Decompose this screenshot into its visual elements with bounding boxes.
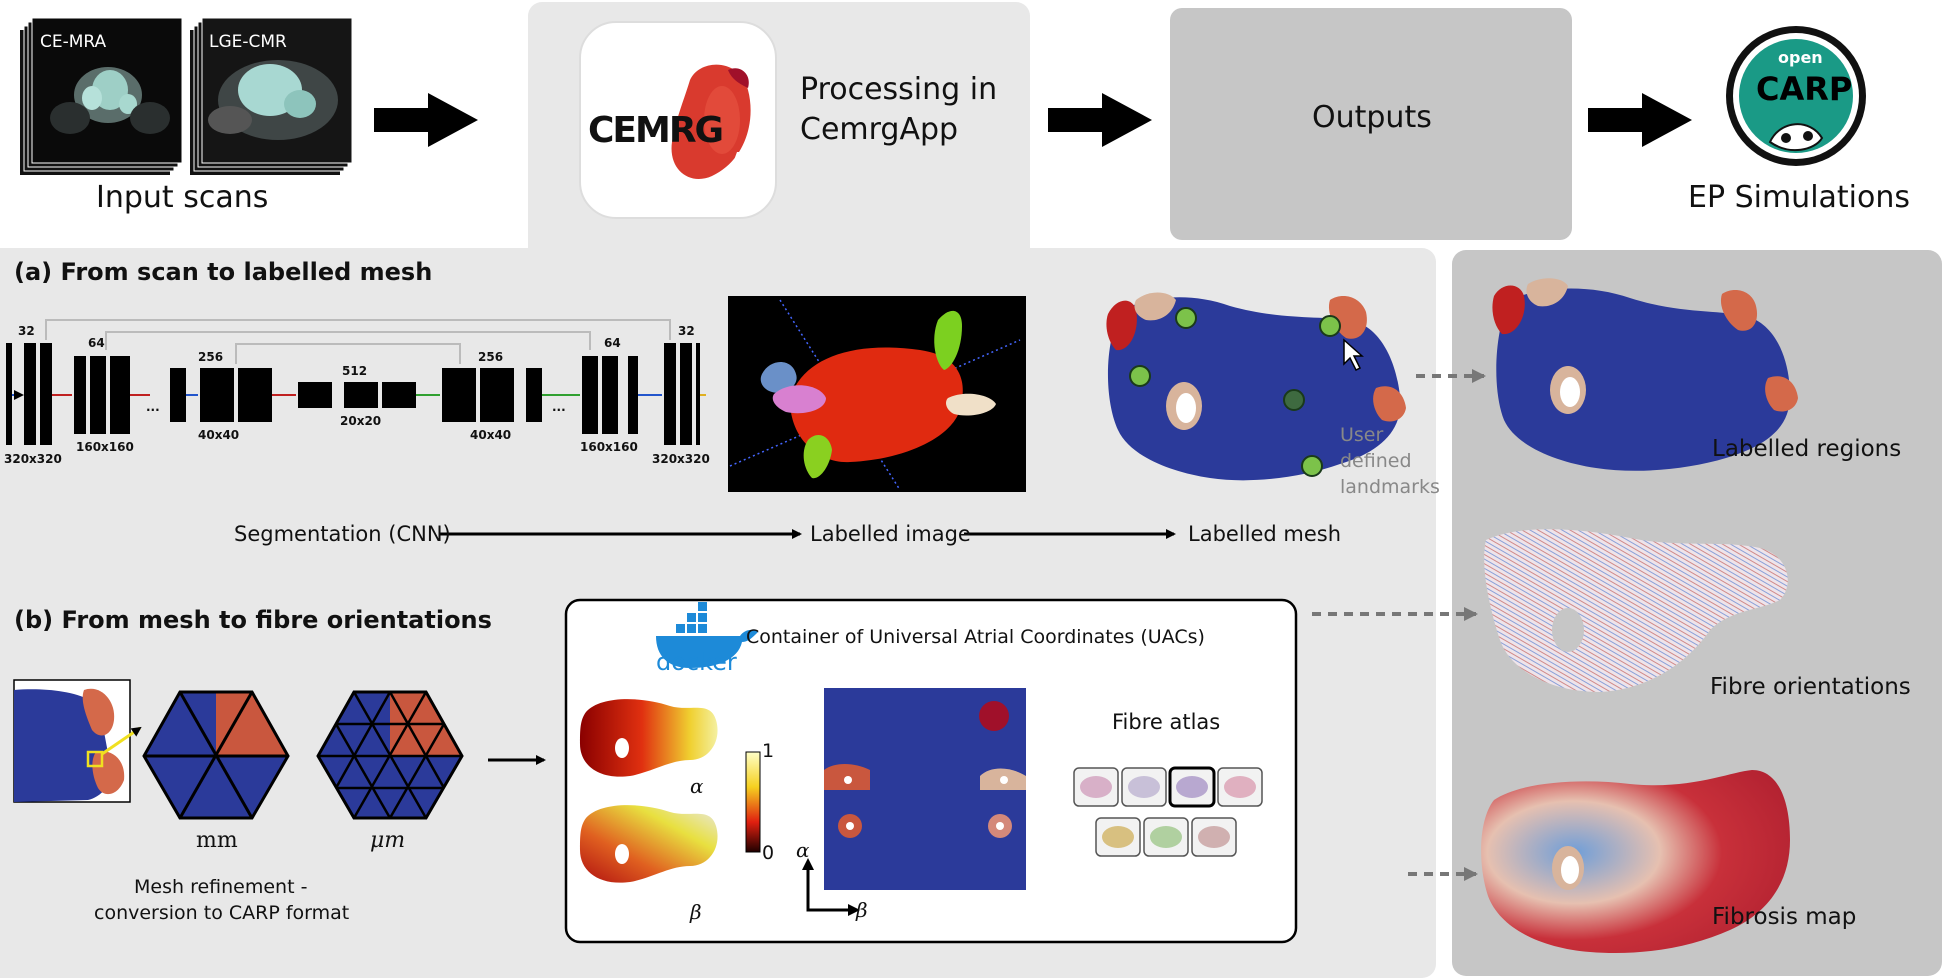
cemrg-logo-text: CEMRG [588, 110, 724, 151]
output-labelled-regions: Labelled regions [1712, 436, 1902, 462]
landmark-text-2: defined [1340, 450, 1412, 472]
scan-1-label: CE-MRA [40, 32, 107, 52]
ep-simulations-label: EP Simulations [1688, 180, 1911, 215]
cnn-channel-7: 32 [678, 324, 695, 338]
mm-label: mm [196, 828, 238, 853]
cnn-size-2: 160x160 [76, 440, 134, 454]
step-labelled-mesh: Labelled mesh [1188, 522, 1342, 546]
cnn-channel-4: 512 [342, 364, 368, 378]
cnn-ellipsis-left: ... [146, 400, 160, 414]
cnn-size-1: 320x320 [4, 452, 62, 466]
uac-axis-beta: β [856, 898, 868, 922]
cnn-channel-6: 64 [604, 336, 621, 350]
cnn-size-4: 20x20 [340, 414, 382, 428]
um-label: μm [370, 828, 406, 853]
output-fibrosis-map-mesh [1481, 770, 1790, 954]
mesh-zoom-inset [13, 679, 142, 803]
landmark-text-3: landmarks [1340, 476, 1440, 498]
hexagon-um [316, 690, 464, 820]
docker-label: docker [656, 648, 737, 676]
section-b-title: (b) From mesh to fibre orientations [14, 606, 492, 634]
alpha-label: α [690, 774, 704, 798]
processing-line-1: Processing in [800, 72, 998, 107]
cnn-size-5: 40x40 [470, 428, 512, 442]
opencarp-logo-top: open [1778, 48, 1823, 67]
outputs-panel [1170, 8, 1572, 240]
uac-square [824, 688, 1026, 890]
landmark-text-1: User [1340, 424, 1384, 446]
output-fibre-orientations-mesh [1484, 529, 1788, 692]
opencarp-logo-main: CARP [1756, 70, 1853, 108]
cnn-ellipsis-right: ... [552, 400, 566, 414]
opencarp-logo [1726, 26, 1866, 166]
labelled-mesh [1106, 292, 1406, 481]
cemrg-logo-sub: APP [734, 150, 759, 163]
output-fibre-orientations: Fibre orientations [1710, 674, 1911, 700]
cemrg-logo [579, 21, 777, 219]
outputs-label: Outputs [1312, 100, 1432, 135]
input-scans-label: Input scans [96, 180, 269, 215]
fibre-atlas-thumbnails [1073, 766, 1263, 857]
arrow-input-to-processing [374, 93, 478, 147]
cnn-channel-2: 64 [88, 336, 105, 350]
colorbar [745, 751, 761, 853]
alpha-heatmap-mesh [580, 699, 718, 777]
uac-axes [806, 866, 852, 912]
step-labelled-image: Labelled image [810, 522, 971, 546]
arrow-outputs-to-ep [1588, 93, 1692, 147]
cnn-architecture [6, 319, 706, 445]
uac-axis-alpha: α [796, 838, 810, 862]
step-segmentation: Segmentation (CNN) [234, 522, 451, 546]
cnn-size-3: 40x40 [198, 428, 240, 442]
landmark-legend-dot [1301, 455, 1323, 477]
cnn-size-6: 160x160 [580, 440, 638, 454]
docker-whale-icon [656, 602, 758, 668]
refine-line-2: conversion to CARP format [94, 902, 350, 924]
section-a-title: (a) From scan to labelled mesh [14, 258, 433, 286]
container-title: Container of Universal Atrial Coordinate… [746, 626, 1205, 648]
output-labelled-regions-mesh [1492, 278, 1798, 471]
fibre-atlas-label: Fibre atlas [1112, 710, 1221, 734]
hexagon-mm [142, 690, 290, 820]
input-scan-stack-2 [190, 17, 353, 175]
beta-label: β [690, 900, 702, 924]
labelled-image [728, 296, 1026, 492]
beta-heatmap-mesh [580, 805, 718, 883]
cnn-size-7: 320x320 [652, 452, 710, 466]
processing-line-2: CemrgApp [800, 112, 959, 147]
colorbar-min: 0 [762, 842, 775, 864]
refine-line-1: Mesh refinement - [134, 876, 308, 898]
cnn-channel-3: 256 [198, 350, 224, 364]
colorbar-max: 1 [762, 740, 775, 762]
cnn-channel-5: 256 [478, 350, 504, 364]
cnn-channel-1: 32 [18, 324, 35, 338]
output-fibrosis-map: Fibrosis map [1712, 904, 1857, 930]
arrow-processing-to-outputs [1048, 93, 1152, 147]
scan-2-label: LGE-CMR [209, 32, 287, 52]
input-scan-stack-1 [20, 17, 183, 175]
